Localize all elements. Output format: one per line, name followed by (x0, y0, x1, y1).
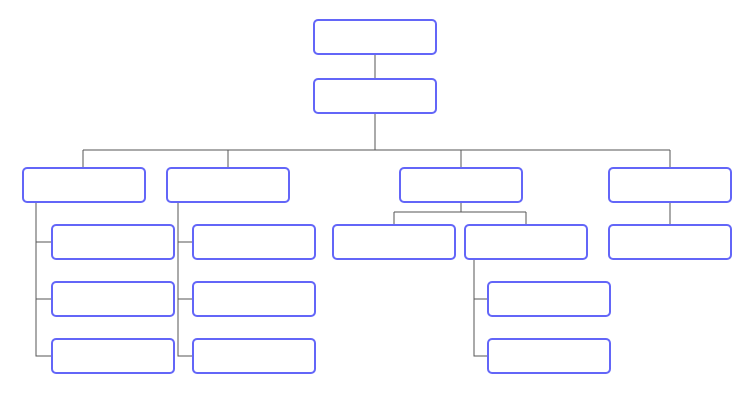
org-node-n5[interactable] (399, 167, 523, 203)
bus-line-layer (83, 149, 670, 213)
org-node-n2[interactable] (313, 78, 437, 114)
node-rect[interactable] (487, 338, 611, 374)
org-node-n7[interactable] (51, 224, 175, 260)
org-node-n8[interactable] (51, 281, 175, 317)
node-rect[interactable] (51, 338, 175, 374)
org-node-n4[interactable] (166, 167, 290, 203)
node-rect[interactable] (166, 167, 290, 203)
org-node-n13[interactable] (332, 224, 456, 260)
node-rect[interactable] (399, 167, 523, 203)
connector-layer (35, 55, 671, 357)
org-node-n12[interactable] (192, 338, 316, 374)
org-node-n17[interactable] (487, 338, 611, 374)
org-node-n1[interactable] (313, 19, 437, 55)
org-node-n10[interactable] (192, 224, 316, 260)
node-rect[interactable] (332, 224, 456, 260)
node-rect[interactable] (608, 224, 732, 260)
node-rect[interactable] (51, 224, 175, 260)
org-node-n16[interactable] (487, 281, 611, 317)
node-rect[interactable] (22, 167, 146, 203)
node-rect[interactable] (313, 78, 437, 114)
org-node-n6[interactable] (608, 167, 732, 203)
connector-line-elbow-left (177, 203, 192, 357)
org-node-n14[interactable] (464, 224, 588, 260)
node-rect[interactable] (51, 281, 175, 317)
node-rect[interactable] (608, 167, 732, 203)
org-node-n3[interactable] (22, 167, 146, 203)
node-layer (22, 19, 732, 374)
connector-line-elbow-left (35, 203, 51, 357)
org-node-n9[interactable] (51, 338, 175, 374)
node-rect[interactable] (487, 281, 611, 317)
org-node-n11[interactable] (192, 281, 316, 317)
node-rect[interactable] (313, 19, 437, 55)
org-node-n15[interactable] (608, 224, 732, 260)
node-rect[interactable] (192, 224, 316, 260)
node-rect[interactable] (464, 224, 588, 260)
connector-line-elbow-left (473, 260, 487, 357)
node-rect[interactable] (192, 338, 316, 374)
node-rect[interactable] (192, 281, 316, 317)
